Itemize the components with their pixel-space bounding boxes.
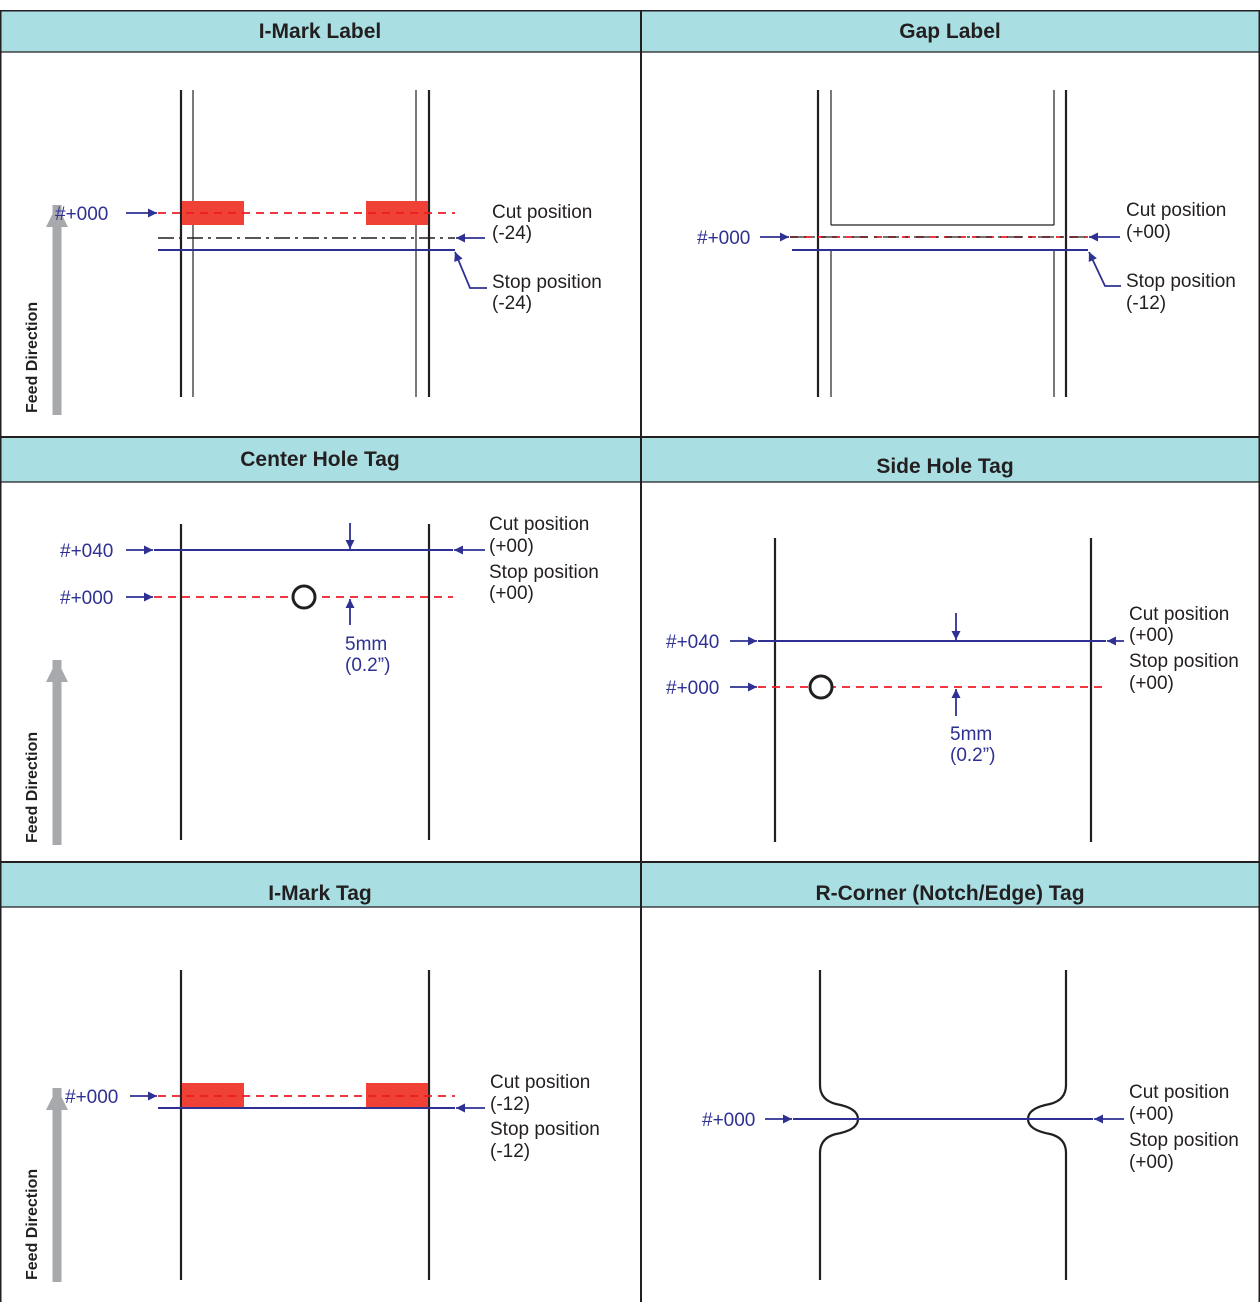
- panel-title-imark-tag: I-Mark Tag: [268, 882, 371, 905]
- cut-position-value: (+00): [1129, 625, 1174, 646]
- stop-position-label: Stop position: [490, 1119, 600, 1140]
- offset-value: #+000: [697, 228, 750, 249]
- offset-bottom-value: #+000: [666, 678, 719, 699]
- panel-imark-tag: Feed Direction #+000 Cut position (-12) …: [24, 970, 600, 1282]
- label-media: [179, 90, 431, 397]
- header-band-row1: [0, 10, 1260, 52]
- stop-position-value: (-12): [490, 1141, 530, 1162]
- stop-position-label: Stop position: [1129, 651, 1239, 672]
- cut-position-label: Cut position: [492, 202, 592, 223]
- feed-direction-arrow: Feed Direction: [24, 1088, 68, 1282]
- stop-position-value: (-12): [1126, 293, 1166, 314]
- stop-arrow: [1088, 251, 1121, 287]
- cut-position-value: (+00): [1126, 222, 1171, 243]
- stop-position-label: Stop position: [1126, 271, 1236, 292]
- offset-bottom-value: #+000: [60, 588, 113, 609]
- cut-position-label: Cut position: [1126, 200, 1226, 221]
- cut-position-label: Cut position: [490, 1072, 590, 1093]
- dimension-mm: 5mm: [345, 634, 387, 655]
- cut-position-label: Cut position: [1129, 604, 1229, 625]
- panel-title-gap-label: Gap Label: [899, 20, 1001, 43]
- side-hole: [808, 674, 834, 700]
- feed-direction-label: Feed Direction: [24, 302, 41, 413]
- tag-media: [179, 524, 431, 840]
- tag-media: [179, 970, 431, 1280]
- offset-top-value: #+040: [60, 541, 113, 562]
- panel-center-hole-tag: Feed Direction 5mm (0.2”) #+040 #+000 Cu…: [24, 514, 599, 845]
- tag-media: [773, 538, 1093, 842]
- tag-right-edge-notch: [1026, 970, 1068, 1280]
- cut-position-value: (+00): [1129, 1104, 1174, 1125]
- feed-direction-arrow: Feed Direction: [24, 660, 68, 845]
- dimension-inch: (0.2”): [345, 655, 390, 676]
- stop-arrow: [454, 251, 487, 289]
- offset-value: #+000: [65, 1087, 118, 1108]
- panel-title-imark-label: I-Mark Label: [259, 20, 382, 43]
- feed-direction-label: Feed Direction: [24, 1169, 41, 1280]
- stop-position-label: Stop position: [489, 562, 599, 583]
- panel-rcorner-tag: #+000 Cut position (+00) Stop position (…: [702, 970, 1239, 1280]
- stop-position-label: Stop position: [1129, 1130, 1239, 1151]
- panel-gap-label: #+000 Cut position (+00) Stop position (…: [697, 90, 1236, 397]
- stop-position-value: (+00): [1129, 1152, 1174, 1173]
- panel-title-center-hole-tag: Center Hole Tag: [240, 448, 399, 471]
- stop-position-label: Stop position: [492, 272, 602, 293]
- dimension-mm: 5mm: [950, 724, 992, 745]
- cut-position-value: (+00): [489, 536, 534, 557]
- cut-position-label: Cut position: [489, 514, 589, 535]
- panel-title-rcorner-tag: R-Corner (Notch/Edge) Tag: [815, 882, 1084, 905]
- panel-side-hole-tag: 5mm (0.2”) #+040 #+000 Cut position (+00…: [666, 538, 1239, 842]
- offset-value: #+000: [55, 204, 108, 225]
- offset-value: #+000: [702, 1110, 755, 1131]
- stop-position-value: (-24): [492, 293, 532, 314]
- panel-title-side-hole-tag: Side Hole Tag: [876, 455, 1013, 478]
- header-band-row3: [0, 862, 1260, 907]
- tag-left-edge-notch: [818, 970, 860, 1280]
- grid: I-Mark Label Gap Label Center Hole Tag S…: [0, 10, 1260, 1302]
- cut-position-value: (-12): [490, 1094, 530, 1115]
- feed-direction-arrow: Feed Direction: [24, 205, 68, 415]
- stop-position-value: (+00): [1129, 673, 1174, 694]
- cut-position-label: Cut position: [1129, 1082, 1229, 1103]
- center-hole: [291, 584, 317, 610]
- cut-position-value: (-24): [492, 223, 532, 244]
- header-band-row2: [0, 437, 1260, 482]
- dimension-inch: (0.2”): [950, 745, 995, 766]
- stop-position-value: (+00): [489, 583, 534, 604]
- panel-imark-label: Feed Direction #+000 Cut position (-24) …: [24, 90, 602, 415]
- feed-direction-label: Feed Direction: [24, 732, 41, 843]
- offset-top-value: #+040: [666, 632, 719, 653]
- label-media: [816, 90, 1068, 397]
